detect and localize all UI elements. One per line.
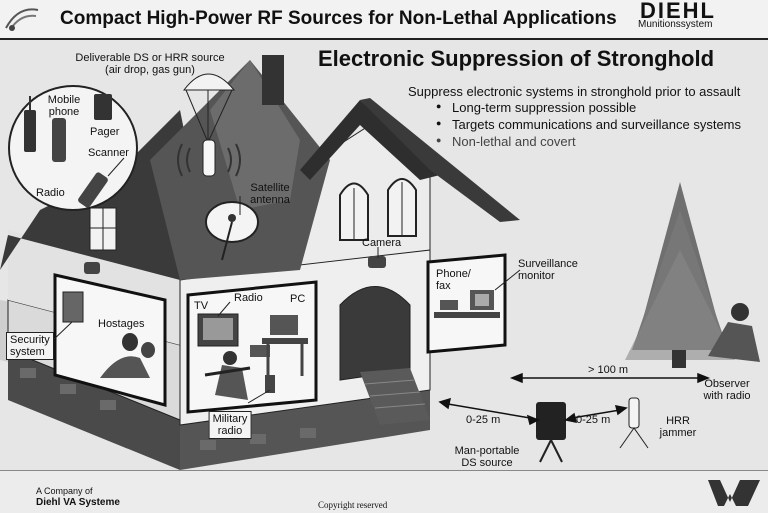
- tv-label: TV: [194, 300, 208, 312]
- hrr-jammer-label: HRR jammer: [660, 415, 697, 439]
- deliverable-label: Deliverable DS or HRR source (air drop, …: [75, 52, 224, 76]
- parachute-icon: [184, 74, 234, 90]
- room-radio-label: Radio: [234, 292, 263, 304]
- chimney: [262, 55, 284, 105]
- hostages-label: Hostages: [98, 318, 144, 330]
- ds-source-label: Man-portable DS source: [455, 445, 520, 469]
- military-radio-label: Military radio: [209, 411, 252, 439]
- camera-device: [368, 256, 386, 268]
- observer-figure: [731, 303, 749, 321]
- ds-source-device: [536, 402, 566, 440]
- satellite-antenna-label: Satellite antenna: [250, 182, 290, 206]
- phone-fax-label: Phone/ fax: [436, 268, 471, 292]
- distance-hrr-label: 0-25 m: [576, 414, 610, 426]
- observer-label: Observer with radio: [703, 378, 750, 402]
- scanner-label: Scanner: [88, 147, 129, 159]
- distance-ds-label: 0-25 m: [466, 414, 500, 426]
- security-system-label: Security system: [6, 332, 54, 360]
- copyright-text: Copyright reserved: [318, 500, 387, 510]
- hrr-jammer-device: [629, 398, 639, 428]
- house-door: [340, 287, 410, 381]
- distance-far-label: > 100 m: [588, 364, 628, 376]
- company-label: A Company of Diehl VA Systeme: [36, 486, 120, 508]
- radio-label: Radio: [36, 187, 65, 199]
- mobile-phone-label: Mobile phone: [48, 94, 80, 118]
- camera-label: Camera: [362, 237, 401, 249]
- pc-label: PC: [290, 293, 305, 305]
- va-logo-icon: [704, 472, 764, 510]
- surveillance-monitor-label: Surveillance monitor: [518, 258, 578, 282]
- pager-label: Pager: [90, 126, 119, 138]
